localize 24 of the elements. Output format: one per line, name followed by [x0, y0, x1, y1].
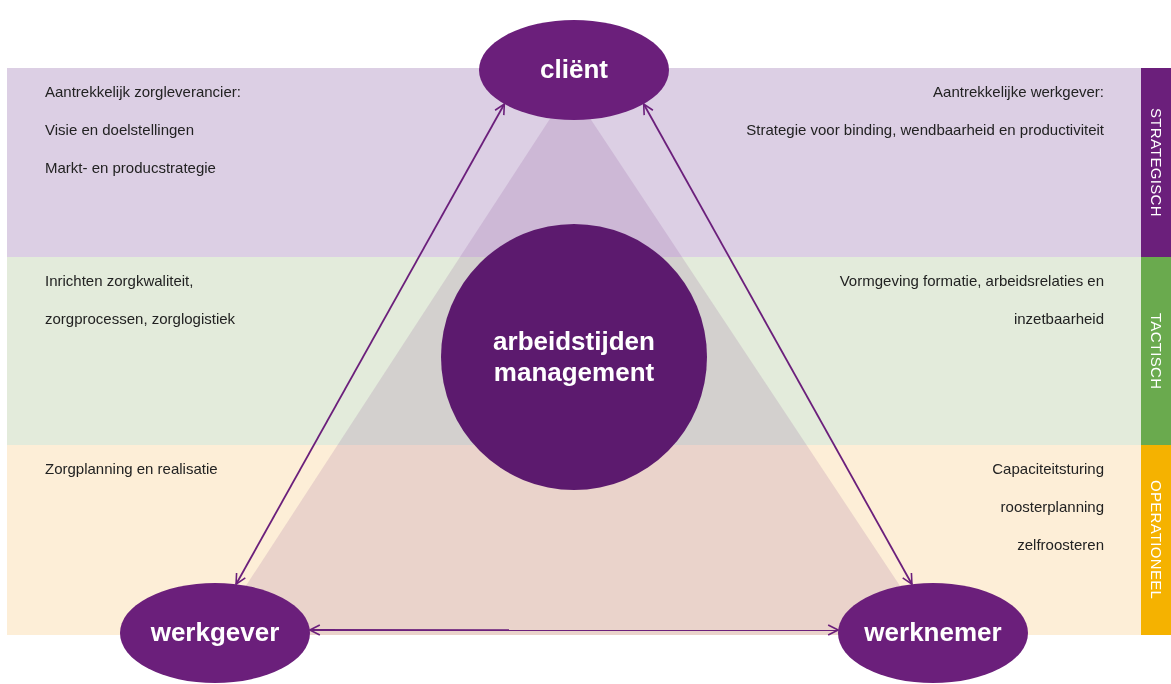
double-arrow — [308, 624, 840, 636]
level-description: Visie en doelstellingen — [45, 120, 194, 140]
level-label: TACTISCH — [1147, 312, 1165, 390]
node-label: arbeidstijden management — [492, 325, 656, 389]
level-tab — [1141, 68, 1171, 257]
level-description: Vormgeving formatie, arbeidsrelaties en inzetbaarheid — [838, 271, 1104, 329]
level-tab — [1141, 445, 1171, 635]
level-description: Capaciteitsturing — [992, 459, 1104, 479]
level-description: Strategie voor binding, wendbaarheid en productiviteit — [746, 120, 1104, 140]
double-arrow — [642, 103, 913, 586]
level-description: Aantrekkelijke werkgever: — [933, 82, 1104, 102]
level-description: Zorgplanning en realisatie — [45, 459, 218, 479]
node-label: werkgever — [149, 617, 281, 649]
level-description: Inrichten zorgkwaliteit, zorgprocessen, zorglogistiek — [45, 271, 237, 329]
node-label: werknemer — [863, 617, 1003, 649]
level-tab — [1141, 257, 1171, 445]
level-description: zelfroosteren — [1017, 535, 1104, 555]
node-label: cliënt — [539, 54, 609, 86]
level-description: Markt- en producstrategie — [45, 158, 216, 178]
level-description: roosterplanning — [1000, 497, 1104, 517]
double-arrow — [235, 103, 506, 586]
level-label: OPERATIONEEL — [1147, 480, 1165, 600]
level-label: STRATEGISCH — [1147, 108, 1165, 217]
level-description: Aantrekkelijk zorgleverancier: — [45, 82, 241, 102]
